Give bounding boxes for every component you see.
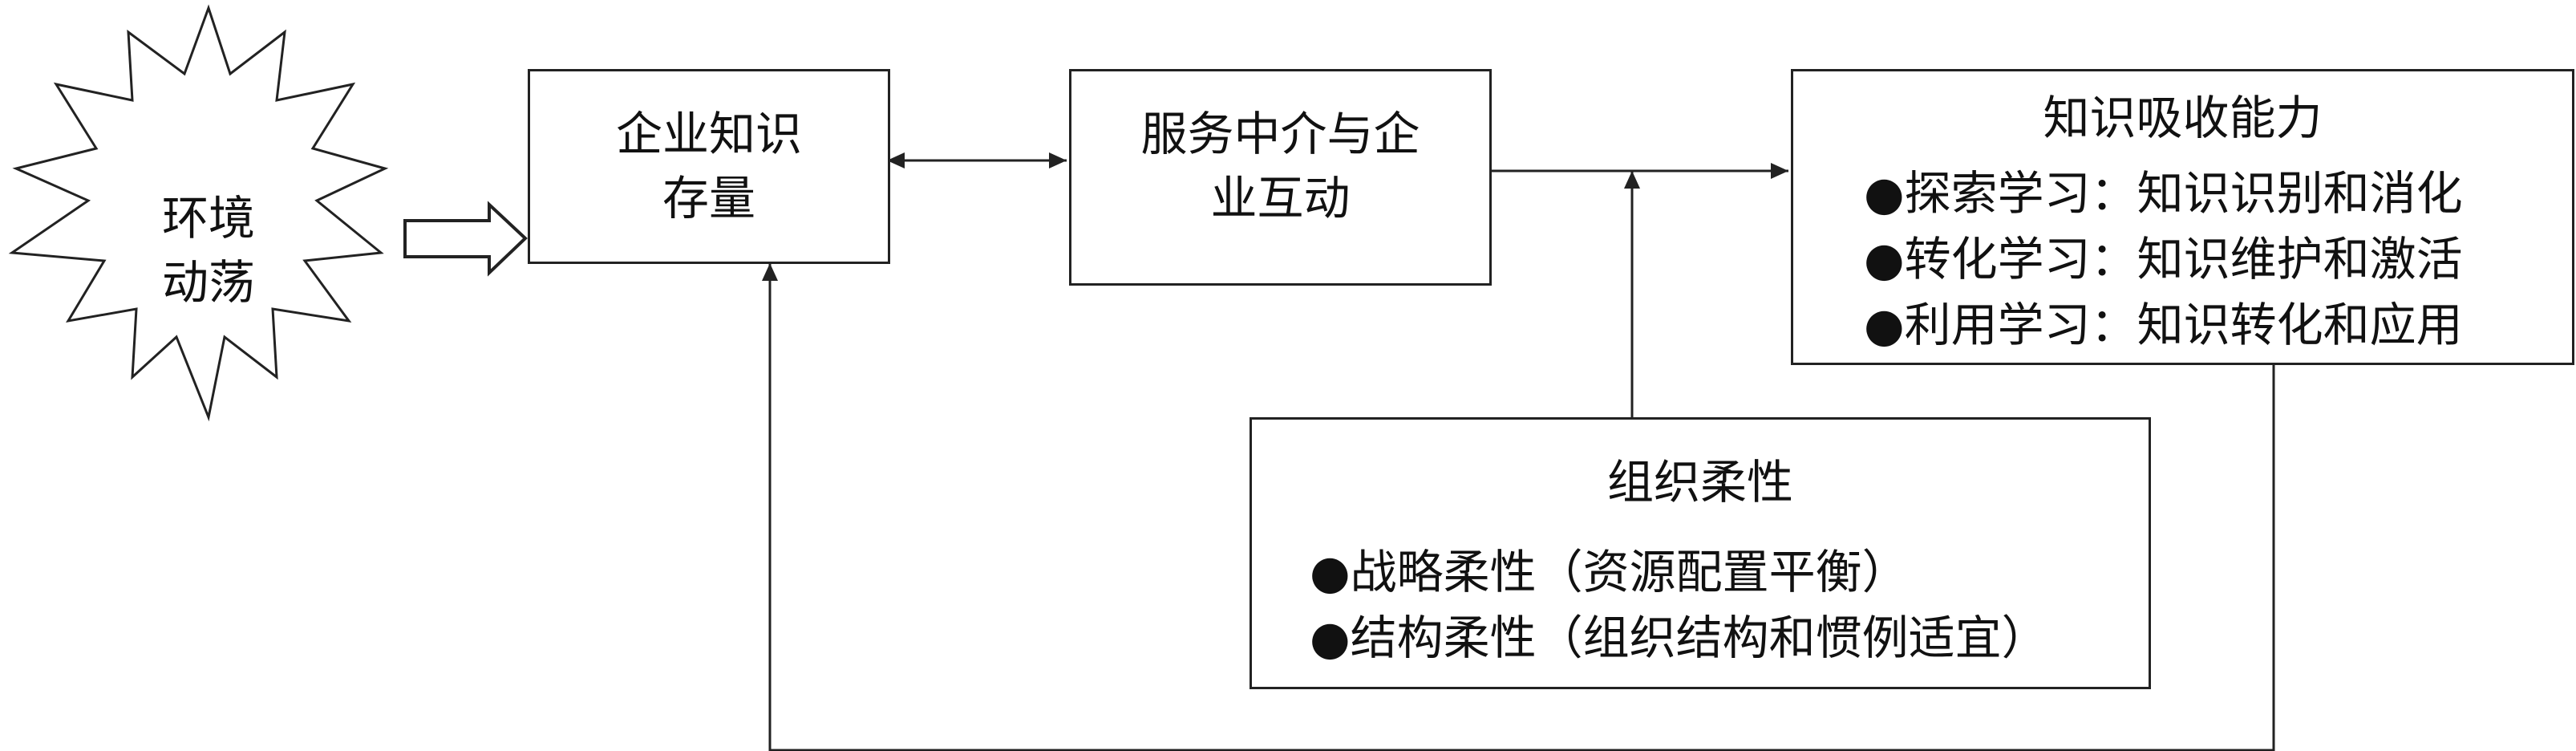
knowledge-stock-line1: 企业知识: [615, 107, 802, 161]
environment-label-line2: 动荡: [161, 255, 255, 310]
interaction-line2: 业互动: [1210, 171, 1351, 225]
absorptive-capacity-title: 知识吸收能力: [2043, 91, 2323, 145]
feedback-loop-arrow: [762, 263, 2275, 751]
environment-label-line1: 环境: [161, 191, 255, 246]
absorptive-capacity-item: ●利用学习：知识转化和应用: [1864, 298, 2463, 352]
absorptive-capacity-box: 知识吸收能力 ●探索学习：知识识别和消化 ●转化学习：知识维护和激活 ●利用学习…: [1791, 69, 2574, 365]
flexibility-item: ●结构柔性（组织结构和惯例适宜）: [1310, 611, 2048, 665]
interaction-box: 服务中介与企 业互动: [1069, 69, 1492, 286]
absorptive-capacity-item: ●探索学习：知识识别和消化: [1864, 166, 2463, 221]
flexibility-box: 组织柔性 ●战略柔性（资源配置平衡） ●结构柔性（组织结构和惯例适宜）: [1250, 417, 2151, 689]
knowledge-stock-line2: 存量: [662, 171, 755, 225]
flexibility-title: 组织柔性: [1606, 455, 1793, 509]
flexibility-item: ●战略柔性（资源配置平衡）: [1310, 545, 1909, 599]
environment-starburst: [8, 4, 389, 422]
absorptive-capacity-item: ●转化学习：知识维护和激活: [1864, 232, 2463, 286]
interaction-line1: 服务中介与企: [1140, 107, 1420, 161]
environment-to-stock-arrow: [403, 201, 528, 277]
knowledge-stock-box: 企业知识 存量: [528, 69, 890, 264]
